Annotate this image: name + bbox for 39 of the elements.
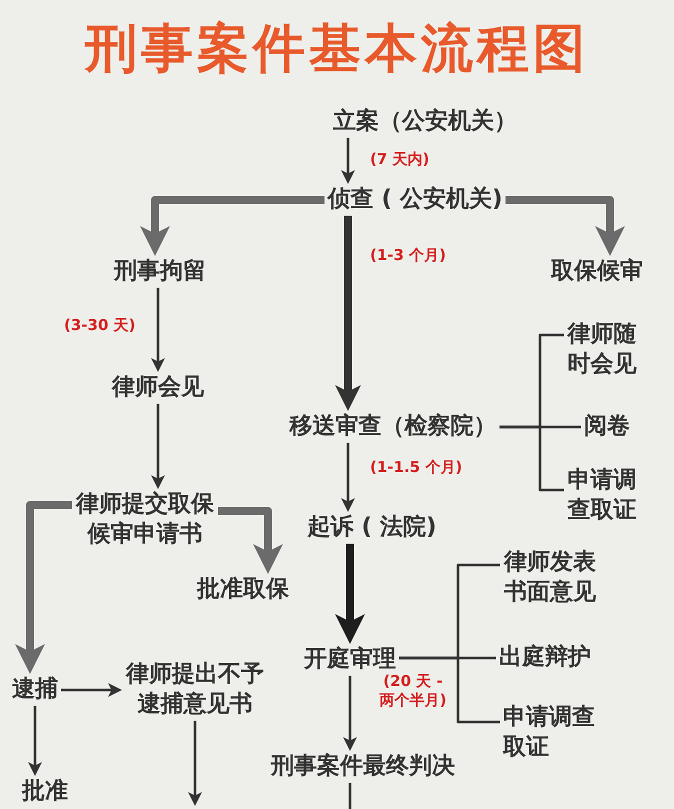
step-label: 取保候审 [548,256,646,288]
arrow [341,442,355,512]
step-label: 阅卷 [581,411,633,443]
step-label: 律师提交取保候审申请书 [72,489,218,551]
arrow [343,676,357,751]
arrow [140,196,324,256]
step-label: 申请调查取证 [564,465,640,527]
step-label: 批准 [19,776,71,808]
step-label: 刑事拘留 [111,256,209,288]
arrow [506,196,625,256]
edge-label: (3-30 天) [62,316,138,335]
step-label: 起诉 ( 法院) [304,512,440,544]
step-label: 律师发表书面意见 [500,547,600,609]
connector-line [399,656,500,724]
arrow [151,288,165,372]
step-label: 移送审查（检察院） [286,411,500,443]
arrow [335,544,365,644]
step-label: 逮捕 [9,674,61,706]
step-label: 律师提出不予逮捕意见书 [122,659,268,721]
arrow [61,683,122,697]
step-label: 侦查 ( 公安机关) [324,184,506,216]
step-label: 刑事案件最终判决 [268,751,458,783]
arrow [151,404,165,490]
step-label: 律师会见 [109,372,207,404]
step-label: 出庭辩护 [496,642,594,674]
arrow [188,720,202,806]
connector-line [500,426,564,492]
arrow [15,501,72,674]
arrow [341,138,355,184]
arrow [28,706,42,776]
step-label: 批准取保 [194,574,292,606]
title: 刑事案件基本流程图 [83,18,590,81]
edge-label: (7 天内) [368,150,432,169]
step-label: 律师随时会见 [564,319,640,381]
step-label: 立案（公安机关） [330,106,520,138]
arrow [218,507,283,574]
step-label: 申请调查取证 [500,702,600,764]
arrow [335,216,361,411]
connector-line [348,782,352,809]
